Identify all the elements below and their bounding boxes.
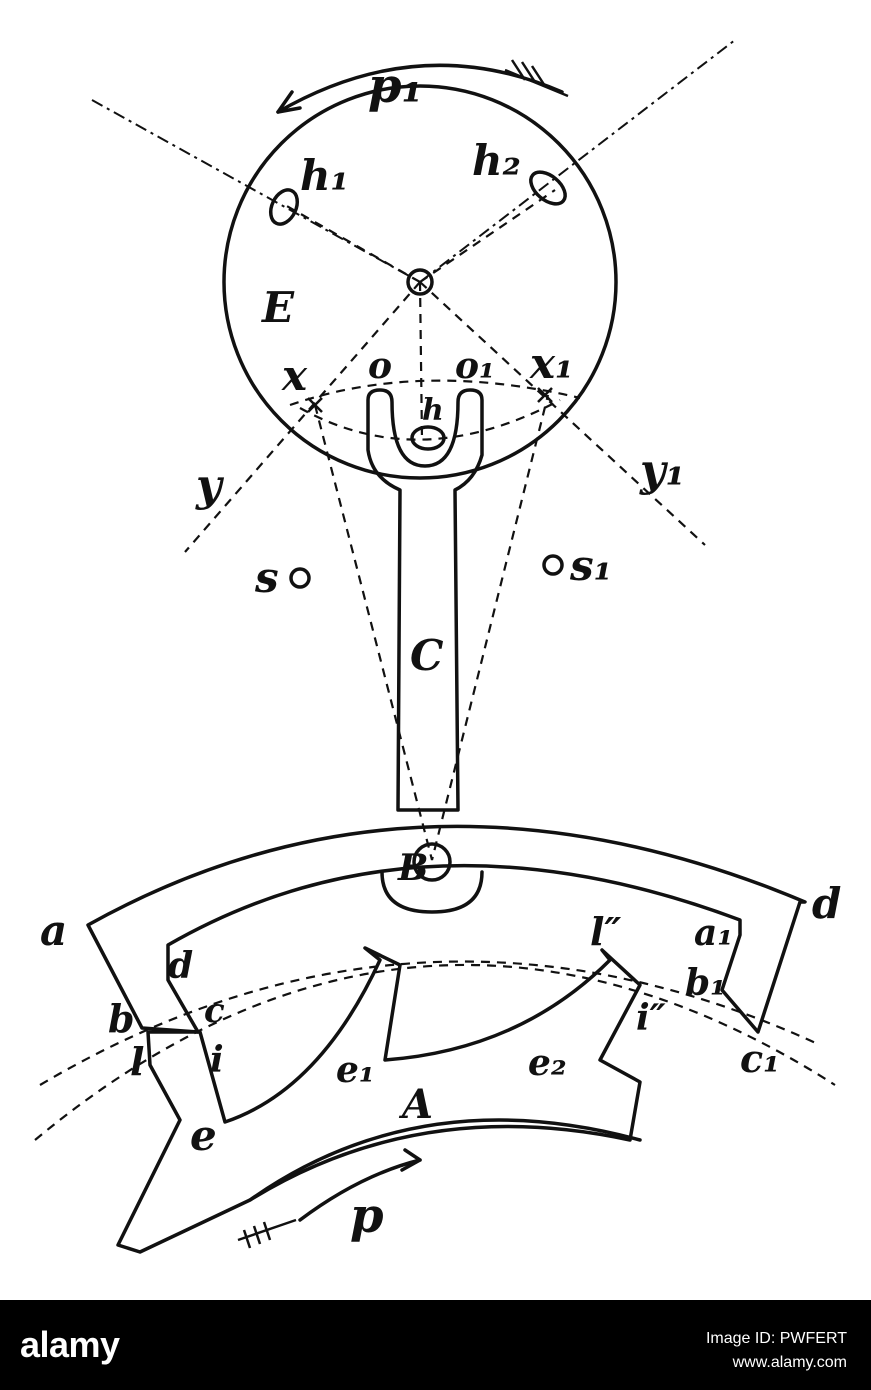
label-x: x bbox=[281, 351, 308, 400]
label-i-dd: i″ bbox=[636, 997, 666, 1039]
label-p1: p₁ bbox=[368, 58, 423, 114]
arc-arrowhead-icon bbox=[276, 90, 302, 114]
label-b1: b₁ bbox=[685, 962, 726, 1004]
label-x1: x₁ bbox=[529, 339, 573, 388]
feather-arrow-icon bbox=[504, 59, 569, 98]
dashed-arc-upper bbox=[289, 379, 581, 407]
escapement-diagram: p₁ h₁ h₂ E x o o₁ x₁ h y y₁ s s₁ C B a d… bbox=[34, 39, 842, 1254]
p-feather-icon bbox=[237, 1218, 297, 1249]
watermark-bar: alamy Image ID: PWFERT www.alamy.com bbox=[0, 1300, 871, 1390]
brand-logo: alamy bbox=[20, 1324, 120, 1365]
label-l: l bbox=[130, 1039, 144, 1084]
impulse-pin bbox=[410, 425, 446, 451]
label-i: i bbox=[210, 1039, 224, 1081]
label-e: e bbox=[190, 1111, 217, 1160]
label-d-left: d bbox=[168, 945, 193, 987]
p-arrowhead-icon bbox=[400, 1148, 422, 1172]
escape-circle-outer bbox=[34, 963, 836, 1141]
label-a1: a₁ bbox=[694, 912, 733, 954]
diagram-drawing: p₁ h₁ h₂ E x o o₁ x₁ h y y₁ s s₁ C B a d… bbox=[34, 39, 841, 1254]
radial-dash-h1 bbox=[284, 204, 421, 283]
lever-fork bbox=[366, 388, 484, 812]
image-id-text: Image ID: PWFERT bbox=[705, 1330, 847, 1347]
radial-dash-y1 bbox=[419, 281, 706, 546]
label-d-right: d bbox=[812, 879, 841, 928]
label-b: b bbox=[108, 996, 135, 1041]
p-arc bbox=[298, 1158, 422, 1222]
label-A: A bbox=[398, 1081, 433, 1128]
label-s1: s₁ bbox=[569, 541, 612, 590]
label-a: a bbox=[40, 906, 67, 955]
label-o1: o₁ bbox=[455, 345, 495, 387]
site-url: www.alamy.com bbox=[732, 1354, 847, 1371]
label-c: c bbox=[204, 991, 225, 1031]
dashed-arc-lower bbox=[299, 399, 561, 441]
label-C: C bbox=[410, 631, 444, 680]
mark-x1 bbox=[537, 387, 553, 403]
label-y: y bbox=[195, 460, 225, 511]
radial-dash-h2 bbox=[419, 189, 556, 283]
label-e2: e₂ bbox=[528, 1042, 567, 1084]
balance-pivot bbox=[406, 268, 434, 296]
pallet-anchor bbox=[86, 824, 807, 1034]
label-B: B bbox=[397, 847, 428, 889]
label-y1: y₁ bbox=[639, 445, 685, 496]
escape-wheel bbox=[116, 946, 642, 1254]
dashed-lines-to-pivot bbox=[313, 394, 550, 861]
label-h1: h₁ bbox=[300, 151, 349, 200]
label-E: E bbox=[261, 283, 295, 332]
label-l-dd: l″ bbox=[590, 909, 621, 954]
label-o: o bbox=[368, 345, 392, 387]
label-h: h bbox=[422, 393, 444, 428]
balance-wheel bbox=[222, 84, 618, 480]
radial-dash-y bbox=[184, 281, 421, 553]
escape-wheel-rim bbox=[248, 1118, 642, 1202]
label-h2: h₂ bbox=[472, 136, 521, 185]
label-s: s bbox=[254, 553, 279, 602]
label-c1: c₁ bbox=[740, 1036, 780, 1081]
label-e1: e₁ bbox=[336, 1049, 375, 1091]
pivot-housing bbox=[380, 870, 484, 914]
hole-h1 bbox=[268, 188, 300, 226]
banking-pin-s bbox=[289, 567, 311, 589]
radial-dash-centre bbox=[418, 281, 424, 441]
label-p: p bbox=[350, 1188, 384, 1244]
banking-pin-s1 bbox=[542, 554, 564, 576]
pivot-b bbox=[412, 842, 452, 882]
hole-h2 bbox=[529, 170, 567, 206]
escape-circle-inner bbox=[39, 960, 821, 1086]
